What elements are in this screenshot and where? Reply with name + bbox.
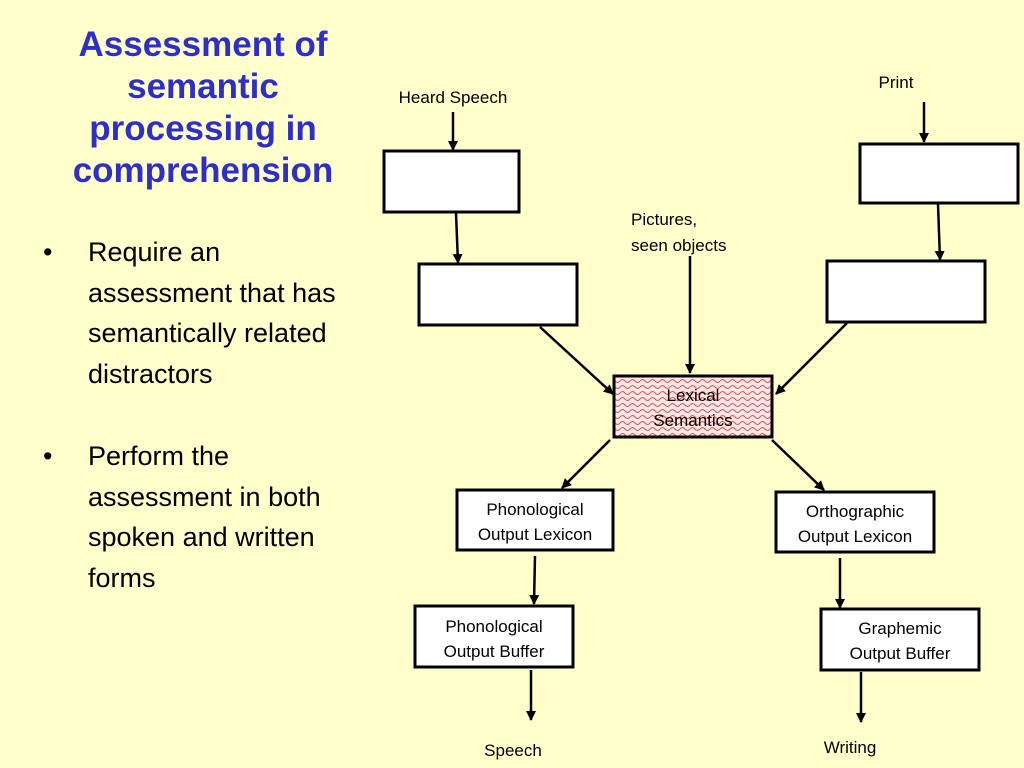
lexical-semantics-line1: Lexical bbox=[667, 386, 720, 405]
semantics-to-phonological-arrow bbox=[561, 439, 611, 489]
print-to-semantics-arrow bbox=[775, 322, 848, 395]
phonological-output-buffer-box bbox=[413, 604, 575, 669]
graphemic-output-buffer-box bbox=[819, 607, 981, 672]
orthographic-output-lexicon-line2: Output Lexicon bbox=[798, 527, 912, 546]
orthographic-input-lexicon-box bbox=[825, 259, 987, 324]
phonological-output-lexicon-box bbox=[455, 488, 615, 552]
print-label: Print bbox=[879, 73, 914, 92]
phonological-output-buffer-line1: Phonological bbox=[445, 617, 542, 636]
pictures-label-line2: seen objects bbox=[631, 236, 726, 255]
bullet-list: • Require an assessment that has semanti… bbox=[40, 232, 355, 640]
phonological-output-buffer-line2: Output Buffer bbox=[444, 642, 545, 661]
orthographic-output-lexicon-box bbox=[774, 490, 936, 554]
pictures-label-line1: Pictures, bbox=[631, 210, 697, 229]
bullet-text: Perform the assessment in both spoken an… bbox=[88, 441, 321, 593]
writing-output-label: Writing bbox=[824, 738, 877, 757]
graphemic-output-buffer-line2: Output Buffer bbox=[850, 644, 951, 663]
bullet-marker: • bbox=[43, 441, 53, 471]
bullet-marker: • bbox=[43, 237, 53, 267]
semantics-to-orthographic-arrow bbox=[771, 439, 825, 491]
speech-output-label: Speech bbox=[484, 741, 542, 760]
visual-analysis-arrow bbox=[934, 203, 945, 261]
phonological-output-lexicon-line2: Output Lexicon bbox=[478, 525, 592, 544]
auditory-analysis-box bbox=[382, 149, 521, 214]
slide-title: Assessment of semantic processing in com… bbox=[72, 25, 334, 190]
phonological-output-lexicon-line1: Phonological bbox=[486, 500, 583, 519]
auditory-input-lexicon-box bbox=[417, 262, 579, 327]
lexical-semantics-line2: Semantics bbox=[653, 411, 732, 430]
lexical-semantics-box bbox=[612, 374, 774, 439]
orthographic-output-lexicon-line1: Orthographic bbox=[806, 502, 905, 521]
bullet-item: • Perform the assessment in both spoken … bbox=[40, 436, 355, 598]
auditory-to-semantics-arrow bbox=[539, 326, 614, 395]
visual-analysis-box bbox=[858, 142, 1020, 205]
auditory-analysis-arrow bbox=[452, 212, 463, 264]
bullet-text: Require an assessment that has semantica… bbox=[88, 237, 336, 389]
heard-speech-label: Heard Speech bbox=[399, 88, 508, 107]
bullet-item: • Require an assessment that has semanti… bbox=[40, 232, 355, 394]
phonological-lexicon-to-buffer-arrow bbox=[529, 555, 540, 605]
graphemic-output-buffer-line1: Graphemic bbox=[858, 619, 942, 638]
